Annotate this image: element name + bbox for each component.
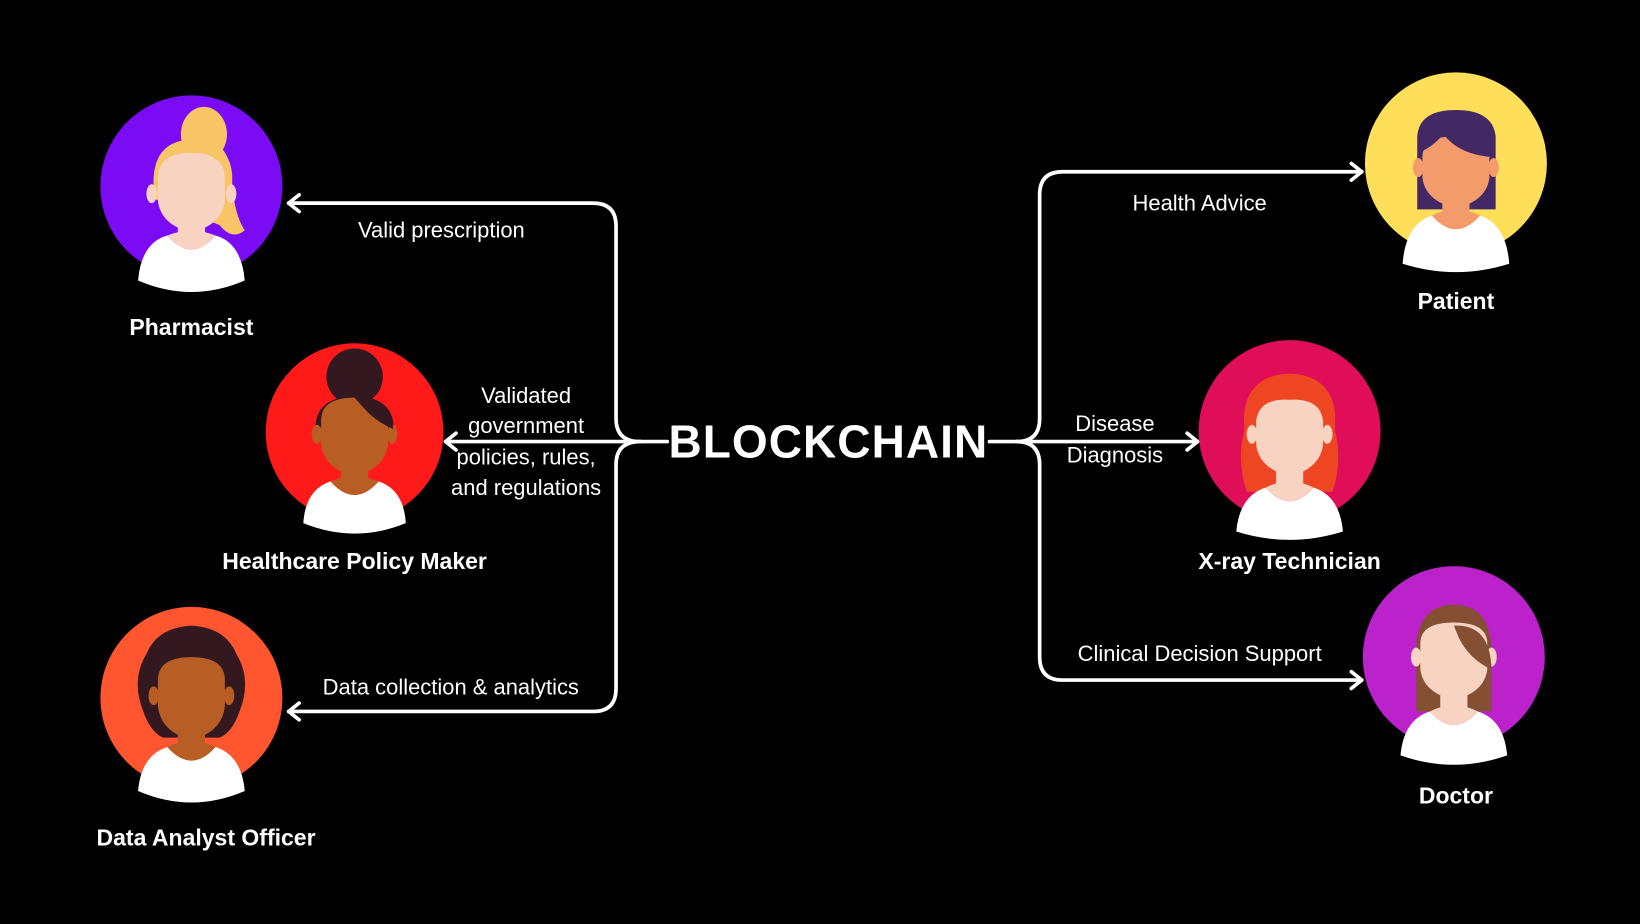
connector-pharmacist [286, 201, 642, 444]
arrowhead-data-analyst-icon [286, 701, 301, 722]
edge-label-disease-line1: Disease [1075, 411, 1154, 436]
avatar-policy-maker [265, 343, 444, 534]
arrowhead-policy-maker-icon [443, 431, 458, 452]
face-icon [157, 152, 225, 233]
avatar-xray-technician [1198, 340, 1381, 540]
face-icon [1256, 399, 1324, 477]
connector-patient [1014, 169, 1364, 444]
shirt-icon [1402, 215, 1510, 273]
avatar-data-analyst [100, 606, 283, 803]
avatar-doctor [1362, 566, 1545, 765]
connector-data-analyst [286, 439, 642, 714]
shirt-icon [138, 235, 245, 293]
shirt-icon [303, 481, 406, 534]
role-label-xray-technician: X-ray Technician [1198, 548, 1380, 574]
role-label-data-analyst: Data Analyst Officer [97, 824, 316, 850]
face-icon [157, 657, 225, 740]
arrowhead-doctor-icon [1349, 669, 1364, 691]
role-label-doctor: Doctor [1419, 782, 1493, 808]
edge-label-policies-line2: government [468, 413, 584, 438]
edge-label-clinical-decision-support: Clinical Decision Support [1078, 641, 1322, 666]
role-label-patient: Patient [1418, 288, 1495, 314]
arrowhead-pharmacist-icon [286, 192, 301, 214]
avatar-pharmacist [100, 95, 283, 293]
edge-label-policies-line4: and regulations [451, 475, 601, 500]
avatar-patient [1364, 72, 1547, 273]
connector-doctor [1014, 439, 1364, 682]
role-label-policy-maker: Healthcare Policy Maker [222, 548, 487, 574]
edge-label-valid-prescription: Valid prescription [358, 218, 525, 243]
edge-label-data-collection: Data collection & analytics [323, 675, 579, 700]
edge-label-policies-line1: Validated [481, 383, 571, 408]
arrowhead-xray-technician-icon [1185, 431, 1200, 452]
shirt-icon [138, 747, 245, 803]
shirt-icon [1400, 711, 1508, 765]
blockchain-hub-label: BLOCKCHAIN [668, 415, 988, 467]
shirt-icon [1236, 487, 1343, 540]
hair-bun-icon [326, 348, 383, 405]
connectors [286, 161, 1364, 722]
edge-label-policies-line3: policies, rules, [457, 445, 596, 470]
face-icon [321, 397, 389, 477]
role-label-pharmacist: Pharmacist [129, 314, 253, 340]
arrowhead-patient-icon [1349, 161, 1364, 182]
edge-label-health-advice: Health Advice [1133, 190, 1267, 215]
face-icon [1422, 136, 1490, 209]
edge-label-disease-line2: Diagnosis [1067, 443, 1163, 468]
edge-labels: Valid prescription Validated government … [323, 190, 1322, 699]
